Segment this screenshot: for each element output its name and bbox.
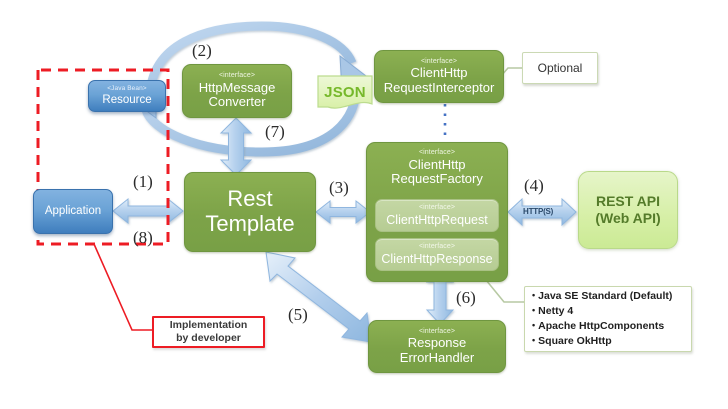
step-label-1: (1): [133, 172, 153, 191]
node-resource[interactable]: <Java Bean> Resource: [88, 80, 166, 112]
client-http-response-stereotype: <interface>: [418, 243, 456, 251]
interceptor-stereotype: <interface>: [420, 57, 458, 65]
step-label-6: (6): [456, 288, 476, 307]
rest-api-title-line2: (Web API): [595, 210, 661, 226]
leader-line-implementation: [93, 243, 152, 331]
step-label-3: (3): [329, 178, 349, 197]
step-label-8: (8): [133, 228, 153, 247]
arrow-resttemplate-errorhandler: [265, 251, 372, 343]
converter-title-line1: HttpMessage: [198, 79, 276, 95]
node-http-message-converter[interactable]: <interface> HttpMessage Converter: [182, 64, 292, 118]
client-http-response-title: ClientHttpResponse: [381, 251, 493, 266]
rest-api-title-line1: REST API: [595, 192, 661, 209]
step-label-4: (4): [524, 176, 544, 195]
callout-optional: Optional: [522, 52, 598, 84]
factory-title-line1: ClientHttp: [408, 156, 466, 172]
error-handler-stereotype: <interface>: [418, 327, 456, 335]
implementation-line1: Implementation: [169, 318, 248, 331]
https-label: HTTP(S): [523, 207, 554, 216]
json-label: JSON: [324, 84, 366, 101]
rest-template-title-line2: Template: [205, 211, 295, 236]
factory-impl-item-3: Square OkHttp: [532, 334, 612, 349]
rest-template-title-line1: Rest: [227, 186, 273, 212]
optional-label: Optional: [537, 61, 583, 75]
factory-stereotype: <interface>: [418, 149, 456, 156]
json-flag-shape: [317, 75, 373, 109]
leader-line-implementations: [485, 279, 524, 303]
arrow-application-resttemplate: [112, 197, 184, 225]
node-application[interactable]: Application: [33, 189, 113, 234]
node-client-http-request-interceptor[interactable]: <interface> ClientHttp RequestIntercepto…: [374, 50, 504, 103]
application-title: Application: [44, 205, 102, 218]
callout-factory-implementations: Java SE Standard (Default) Netty 4 Apach…: [524, 286, 692, 352]
arrow-resttemplate-factory: [315, 199, 371, 225]
json-badge: JSON: [316, 74, 374, 114]
implementation-line2: by developer: [176, 332, 241, 344]
resource-stereotype: <Java Bean>: [107, 85, 147, 93]
arrow-factory-restapi: [507, 197, 577, 227]
error-handler-title-line2: ErrorHandler: [399, 349, 475, 365]
node-response-error-handler[interactable]: <interface> Response ErrorHandler: [368, 320, 506, 373]
step-label-2: (2): [192, 41, 212, 60]
client-http-request-stereotype: <interface>: [418, 204, 456, 212]
step-label-5: (5): [288, 305, 308, 324]
interceptor-title-line1: ClientHttp: [410, 65, 468, 81]
node-rest-template[interactable]: Rest Template: [184, 172, 316, 252]
interceptor-title-line2: RequestInterceptor: [383, 79, 495, 95]
client-http-request-title: ClientHttpRequest: [386, 212, 488, 227]
factory-impl-item-2: Apache HttpComponents: [532, 319, 664, 334]
callout-implementation-by-developer: Implementation by developer: [152, 316, 265, 348]
error-handler-title-line1: Response: [407, 335, 467, 351]
converter-title-line2: Converter: [208, 94, 266, 110]
resource-title: Resource: [102, 93, 152, 106]
converter-stereotype: <interface>: [218, 72, 256, 80]
node-client-http-request[interactable]: <interface> ClientHttpRequest: [375, 199, 499, 232]
factory-impl-item-1: Netty 4: [532, 304, 573, 319]
step-label-7: (7): [265, 122, 285, 141]
node-client-http-response[interactable]: <interface> ClientHttpResponse: [375, 238, 499, 271]
node-rest-api[interactable]: REST API (Web API): [578, 171, 678, 249]
factory-title-line2: RequestFactory: [391, 171, 483, 187]
factory-impl-item-0: Java SE Standard (Default): [532, 289, 672, 304]
